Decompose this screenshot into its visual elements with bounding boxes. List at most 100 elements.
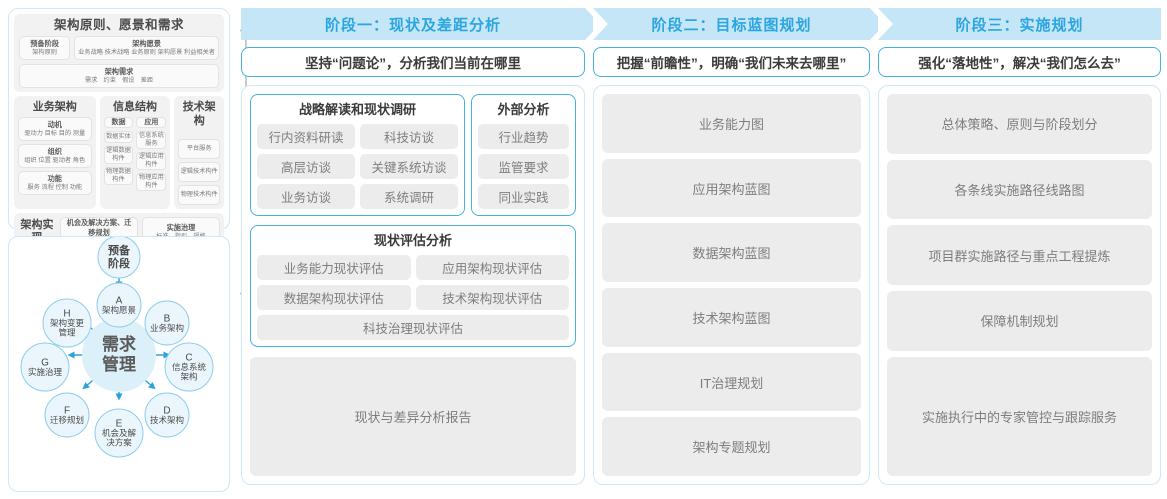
adm-node-label: D	[163, 405, 170, 416]
phase-1-body: 战略解读和现状调研 行内资料研读 科技访谈 高层访谈 关键系统访谈	[241, 85, 585, 485]
list-item[interactable]: 关键系统访谈	[360, 154, 458, 179]
list-item[interactable]: 技术架构蓝图	[602, 288, 861, 347]
svg-text:阶段: 阶段	[108, 256, 130, 270]
adm-node-label: G	[41, 357, 49, 368]
phase-3-header: 阶段三：实施规划	[878, 8, 1161, 40]
svg-text:需求: 需求	[102, 334, 136, 354]
architecture-vision-cell: 架构愿景 业务战略 技术战略 业务原则 架构愿景 利益相关者	[74, 36, 219, 60]
data-subcolumn: 数据 数据实体 逻辑数据构件 物理数据构件	[103, 117, 134, 191]
architecture-requirements-sub: 需求 约束 假设 差距	[84, 76, 154, 84]
adm-cycle-svg: 需求 管理 预备 阶段 A架构愿景B业务架构C信息系统架构D技术架构E机会及解决…	[20, 237, 214, 458]
list-item[interactable]: 业务访谈	[257, 184, 355, 209]
business-architecture-column: 业务架构 动机 驱动力 目标 目的 测量 组织 组织 位置 驱动者 角色 功能	[14, 96, 96, 209]
table-row: 业务访谈 系统调研	[257, 184, 458, 209]
list-item[interactable]: 系统调研	[360, 184, 458, 209]
adm-node-label: 管理	[58, 328, 76, 338]
list-item[interactable]: 架构专题规划	[602, 417, 861, 477]
togaf-top-title: 架构原则、愿景和需求	[53, 18, 184, 32]
adm-node-B	[144, 300, 190, 346]
motivation-sub: 驱动力 目标 目的 测量	[24, 129, 86, 137]
table-row: 科技治理现状评估	[257, 315, 569, 340]
information-structure-head: 信息结构	[112, 101, 157, 113]
list-item[interactable]: 应用架构现状评估	[415, 255, 569, 280]
organization-block: 组织 组织 位置 驱动者 角色	[18, 144, 92, 168]
external-analysis-title: 外部分析	[497, 102, 550, 117]
adm-center-circle	[82, 318, 156, 392]
list-item[interactable]: IT治理规划	[602, 352, 861, 412]
business-architecture-blocks: 动机 驱动力 目标 目的 测量 组织 组织 位置 驱动者 角色 功能 服务 流程…	[18, 117, 92, 195]
gap-analysis-report-box[interactable]: 现状与差异分析报告	[250, 357, 576, 476]
togaf-content-framework-panel: 架构原则、愿景和需求 预备阶段 架构原则 架构愿景 业务战略 技术战略 业务原则…	[8, 8, 230, 251]
svg-text:预备: 预备	[108, 243, 131, 257]
list-item[interactable]: 各条线实施路径线路图	[887, 159, 1152, 220]
adm-node-G	[20, 342, 70, 392]
list-item[interactable]: 实施执行中的专家管控与跟踪服务	[887, 356, 1152, 477]
list-item[interactable]: 高层访谈	[257, 154, 355, 179]
adm-node-E	[94, 408, 144, 458]
list-item[interactable]: 业务能力现状评估	[257, 255, 411, 280]
table-row: 行业趋势	[478, 124, 569, 149]
physical-application-component-chip: 物理应用构件	[136, 173, 167, 191]
platform-service-chip: 平台服务	[178, 139, 220, 159]
list-item[interactable]: 保障机制规划	[887, 291, 1152, 351]
list-item[interactable]: 应用架构蓝图	[602, 158, 861, 218]
adm-node-label: 实施治理	[28, 367, 63, 377]
architecture-requirements-cell: 架构需求 需求 约束 假设 差距	[19, 64, 219, 88]
motivation-title: 动机	[47, 120, 62, 129]
phase-3-sub-banner: 强化“落地性”，解决“我们怎么去”	[878, 47, 1161, 77]
organization-sub: 组织 位置 驱动者 角色	[24, 156, 86, 164]
adm-node-label: 业务架构	[150, 323, 184, 333]
table-row: 行内资料研读 科技访谈	[257, 124, 458, 149]
list-item[interactable]: 项目群实施路径与重点工程提炼	[887, 225, 1152, 286]
implementation-governance-title: 实施治理	[166, 223, 196, 232]
phase-3-item-list: 总体策略、原则与阶段划分 各条线实施路径线路图 项目群实施路径与重点工程提炼 保…	[887, 94, 1152, 477]
adm-node-C	[164, 342, 214, 392]
adm-node-label: 架构愿景	[102, 305, 136, 315]
list-item[interactable]: 数据架构现状评估	[257, 285, 411, 310]
table-row: 业务能力现状评估 应用架构现状评估	[257, 255, 569, 280]
left-column: 架构原则、愿景和需求 预备阶段 架构原则 架构愿景 业务战略 技术战略 业务原则…	[8, 8, 258, 492]
application-head-chip: 应用	[136, 117, 167, 128]
adm-node-label: A	[116, 295, 123, 306]
phase-columns: 阶段一：现状及差距分析 坚持“问题论”，分析我们当前在哪里 战略解读和现状调研 …	[241, 8, 1161, 492]
domain-columns: 业务架构 动机 驱动力 目标 目的 测量 组织 组织 位置 驱动者 角色 功能	[14, 96, 224, 209]
prep-vision-row: 预备阶段 架构原则 架构愿景 业务战略 技术战略 业务原则 架构愿景 利益相关者	[19, 36, 219, 60]
motivation-block: 动机 驱动力 目标 目的 测量	[18, 117, 92, 141]
strategy-research-group: 战略解读和现状调研 行内资料研读 科技访谈 高层访谈 关键系统访谈	[250, 94, 465, 216]
phase-3-body: 总体策略、原则与阶段划分 各条线实施路径线路图 项目群实施路径与重点工程提炼 保…	[878, 85, 1161, 485]
adm-node-label: E	[116, 419, 123, 430]
list-item[interactable]: 科技访谈	[360, 124, 458, 149]
adm-node-label: F	[64, 405, 70, 416]
list-item[interactable]: 监管要求	[478, 154, 569, 179]
list-item[interactable]: 业务能力图	[602, 94, 861, 153]
svg-text:管理: 管理	[102, 354, 136, 374]
logical-application-component-chip: 逻辑应用构件	[136, 152, 167, 170]
list-item[interactable]: 行内资料研读	[257, 124, 355, 149]
architecture-vision-sub: 业务战略 技术战略 业务原则 架构愿景 利益相关者	[78, 48, 215, 56]
adm-node-label: 机会及解	[102, 428, 137, 438]
prep-phase-sub: 架构原则	[32, 48, 57, 56]
adm-node-prep	[97, 237, 141, 279]
list-item[interactable]: 科技治理现状评估	[257, 315, 569, 340]
adm-node-A	[96, 282, 142, 328]
adm-node-label: C	[185, 353, 192, 364]
list-item[interactable]: 数据架构蓝图	[602, 223, 861, 283]
phase-2: 阶段二：目标蓝图规划 把握“前瞻性”，明确“我们未来去哪里” 业务能力图 应用架…	[593, 8, 885, 492]
adm-node-label: 信息系统	[172, 362, 207, 372]
list-item[interactable]: 同业实践	[478, 184, 569, 209]
organization-title: 组织	[47, 147, 62, 156]
phase-2-header: 阶段二：目标蓝图规划	[593, 8, 885, 40]
list-item[interactable]: 总体策略、原则与阶段划分	[887, 94, 1152, 154]
table-row: 同业实践	[478, 184, 569, 209]
logical-technology-component-chip: 逻辑技术构件	[178, 162, 220, 182]
adm-node-label: 架构变更	[50, 318, 85, 328]
table-row: 监管要求	[478, 154, 569, 179]
list-item[interactable]: 技术架构现状评估	[415, 285, 569, 310]
list-item[interactable]: 行业趋势	[478, 124, 569, 149]
current-state-assessment-group: 现状评估分析 业务能力现状评估 应用架构现状评估 数据架构现状评估 技术架构现状…	[250, 225, 576, 347]
physical-data-component-chip: 物理数据构件	[103, 167, 134, 185]
technology-architecture-column: 技术架构 平台服务 逻辑技术构件 物理技术构件	[174, 96, 224, 209]
phase-2-item-list: 业务能力图 应用架构蓝图 数据架构蓝图 技术架构蓝图 IT治理规划 架构专题规划	[602, 94, 861, 477]
